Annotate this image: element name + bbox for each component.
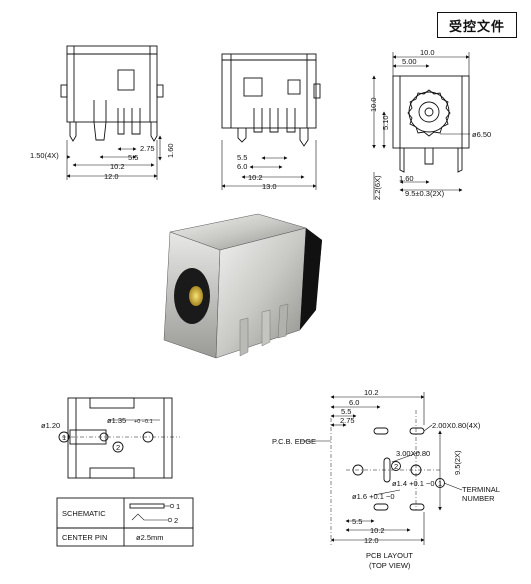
bottom-term2-marker (112, 441, 124, 453)
front-view: 1.50(4X) 2.75 5.5 10.2 12.0 1.60 (30, 45, 175, 181)
front-leg-left (69, 122, 77, 142)
front-dim-width: 12.0 (104, 172, 119, 181)
top-dim-height: 10.0 (369, 97, 378, 112)
pcb-dim-vertical: 9.5(2X) (453, 450, 462, 475)
center-pin-value: ø2.5mm (136, 533, 164, 542)
front-dim-pin-span: 5.5 (128, 153, 138, 162)
bottom-dim-hole-tol: +0 −0.1 (134, 419, 153, 425)
front-leg-right (150, 122, 158, 142)
front-window (117, 69, 135, 91)
top-dim-half-height: 5.10 (381, 115, 390, 130)
pcb-dim-bottom-55: 5.5 (352, 517, 362, 526)
side-body (221, 53, 317, 129)
side-view: 5.5 6.0 10.2 13.0 (221, 53, 321, 191)
pcb-dim-center-slot: 3.00X0.80 (396, 449, 430, 458)
pcb-dim-overall: 10.2 (364, 388, 379, 397)
pcb-hole-right (410, 464, 422, 476)
pcb-dim-55: 5.5 (341, 407, 351, 416)
pcb-dim-275: 2.75 (340, 416, 355, 425)
front-dim-pitch: 10.2 (110, 162, 125, 171)
pcb-dim-bottom-102: 10.2 (370, 526, 385, 535)
pcb-layout: 10.2 6.0 5.5 2.75 2.00X0.80(4X) P.C.B. E… (272, 388, 500, 570)
front-face-body (392, 75, 470, 149)
pcb-dim-hole: ø1.4 +0.1 −0 (392, 479, 435, 488)
pcb-dim-6: 6.0 (349, 398, 359, 407)
bottom-term1: 1 (62, 433, 66, 442)
bottom-dim-left-hole: ø1.20 (41, 421, 60, 430)
pcb-dim-hole2: ø1.6 +0.1 −0 (352, 492, 395, 501)
schematic-sym-2: 2 (174, 516, 178, 525)
top-dim-pin-spacing: 9.5±0.3(2X) (405, 189, 445, 198)
side-dim-inner: 6.0 (237, 162, 247, 171)
front-dim-pin-offset: 2.75 (140, 144, 155, 153)
top-right-view: 10.0 5.00 10.0 5.10 ø6.50 1.60 9.5±0.3(2… (369, 48, 491, 200)
bottom-view: ø1.20 ø1.35 +0 −0.1 1 2 (41, 397, 180, 479)
schematic-table: SCHEMATIC CENTER PIN ø2.5mm 1 2 (56, 497, 194, 547)
pcb-caption-2: (TOP VIEW) (369, 561, 411, 570)
pcb-terminal-label-2: NUMBER (462, 494, 495, 503)
top-dim-half-width: 5.00 (402, 57, 417, 66)
pcb-center-slot (383, 457, 391, 483)
schematic-plug-symbol (129, 503, 165, 509)
pcb-term-2: 2 (394, 462, 398, 471)
front-dim-pin-length: 1.60 (166, 143, 175, 158)
bottom-body (67, 397, 173, 479)
schematic-sym-1: 1 (176, 502, 180, 511)
side-dim-length: 13.0 (262, 182, 277, 191)
pcb-dim-bottom-120: 12.0 (364, 536, 379, 545)
top-dim-hole: ø6.50 (472, 130, 491, 139)
top-dim-pin-offset: 1.60 (399, 174, 414, 183)
pcb-term-1: 1 (438, 479, 442, 488)
pcb-terminal-label-1: TERMINAL (462, 485, 500, 494)
controlled-document-stamp: 受控文件 (437, 12, 517, 38)
side-dim-pin-span: 5.5 (237, 153, 247, 162)
top-dim-pin-length: 2.2(6X) (373, 175, 382, 200)
bottom-term2: 2 (116, 443, 120, 452)
pcb-edge-label: P.C.B. EDGE (272, 437, 316, 446)
pcb-dim-slot: 2.00X0.80(4X) (432, 421, 481, 430)
schematic-label: SCHEMATIC (62, 509, 106, 518)
product-photo (163, 213, 322, 359)
jack-hole (418, 101, 440, 123)
pcb-caption-1: PCB LAYOUT (366, 551, 413, 560)
bottom-dim-hole: ø1.35 (107, 416, 126, 425)
front-dim-pin-width: 1.50(4X) (30, 151, 59, 160)
side-dim-pitch: 10.2 (248, 173, 263, 182)
pcb-hole-left (352, 464, 364, 476)
top-dim-width: 10.0 (420, 48, 435, 57)
front-body (66, 45, 158, 123)
center-pin-label: CENTER PIN (62, 533, 107, 542)
photo-center-pin (189, 286, 203, 306)
